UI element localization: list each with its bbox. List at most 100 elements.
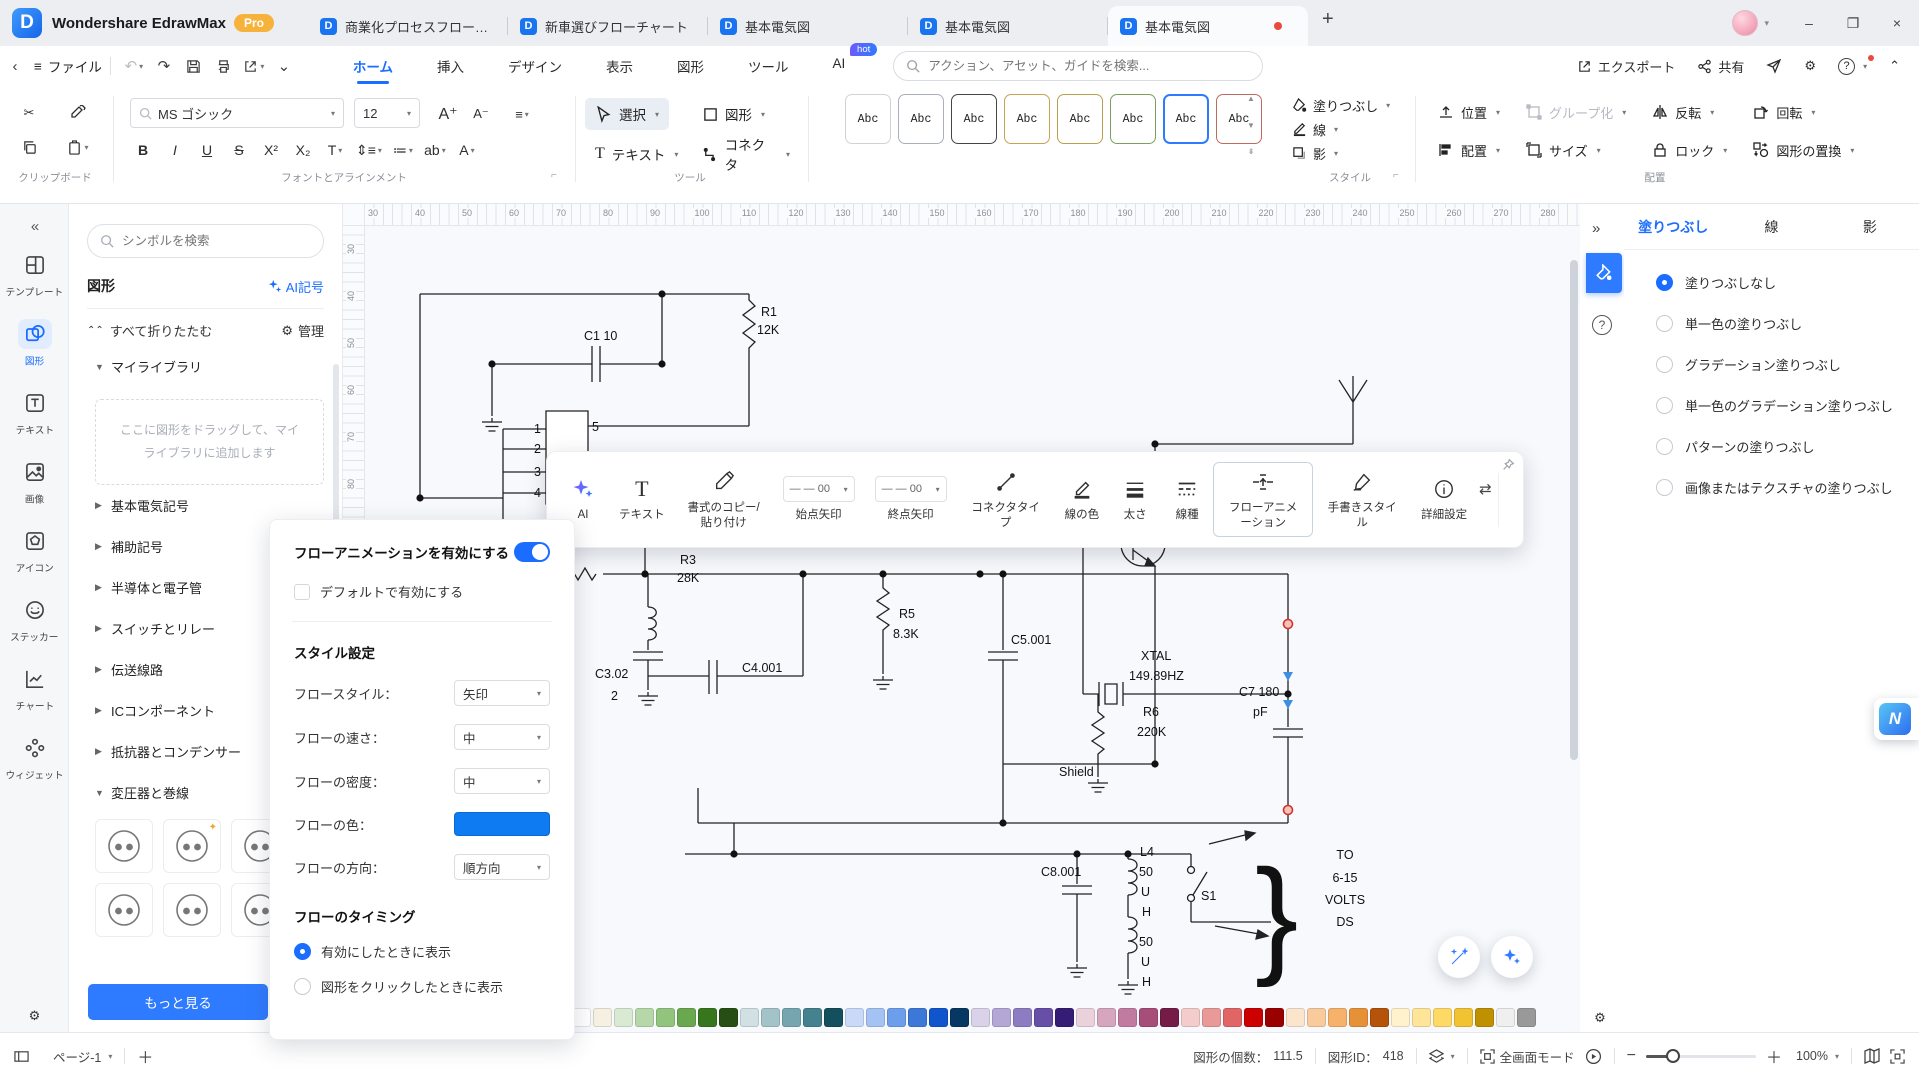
vertical-scrollbar[interactable] <box>1570 230 1578 1000</box>
format-button-10[interactable]: A▾ <box>459 142 475 158</box>
style-sample-6[interactable]: Abc <box>1163 94 1209 144</box>
circuit-label[interactable]: 12K <box>757 323 780 337</box>
color-swatch[interactable] <box>1370 1008 1389 1027</box>
color-swatch[interactable] <box>1223 1008 1242 1027</box>
circuit-label[interactable]: } <box>1255 842 1298 988</box>
connector-tool-button[interactable]: コネクタ▾ <box>693 138 800 173</box>
circuit-label[interactable]: C7 180 <box>1239 685 1279 699</box>
style-sample-7[interactable]: Abc <box>1216 94 1262 144</box>
help-icon[interactable]: ? <box>1592 315 1612 335</box>
manage-button[interactable]: ⚙ 管理 <box>281 321 324 340</box>
collapse-right-panel-icon[interactable]: » <box>1592 220 1600 237</box>
color-swatch[interactable] <box>908 1008 927 1027</box>
style-gallery-scroll[interactable]: ▲▼⇟ <box>1247 94 1255 156</box>
style-sample-1[interactable]: Abc <box>898 94 944 144</box>
style-sample-5[interactable]: Abc <box>1110 94 1156 144</box>
font-group-expand-icon[interactable]: ⌐ <box>551 170 557 181</box>
color-swatch[interactable] <box>992 1008 1011 1027</box>
flow-setting-select[interactable]: 順方向▾ <box>454 854 550 880</box>
menu-item-表示[interactable]: 表示 <box>606 60 633 75</box>
page-tab[interactable]: ページ-1 ▾ <box>53 1047 112 1066</box>
tab-線[interactable]: 線 <box>1764 218 1779 235</box>
color-swatch[interactable] <box>761 1008 780 1027</box>
print-button[interactable] <box>209 52 239 80</box>
fit-screen-button[interactable] <box>1890 1048 1905 1064</box>
color-swatch[interactable] <box>1433 1008 1452 1027</box>
color-swatch[interactable] <box>1244 1008 1263 1027</box>
back-button[interactable]: ‹ <box>12 57 18 75</box>
layers-button[interactable]: ▾ <box>1428 1048 1455 1064</box>
fullscreen-button[interactable]: 全画面モード <box>1479 1047 1575 1066</box>
collapse-ribbon-button[interactable]: ⌃ <box>1889 58 1900 73</box>
menu-item-図形[interactable]: 図形 <box>677 60 704 75</box>
color-swatch[interactable] <box>593 1008 612 1027</box>
circuit-label[interactable]: U <box>1141 955 1150 969</box>
save-button[interactable] <box>179 52 209 80</box>
format-button-6[interactable]: T▾ <box>327 142 343 158</box>
assistant-widget[interactable]: N <box>1874 698 1919 740</box>
color-swatch[interactable] <box>1265 1008 1284 1027</box>
sidebar-item-チャート[interactable]: チャート <box>0 655 69 724</box>
ai-draw-button[interactable] <box>1438 936 1480 978</box>
circuit-label[interactable]: H <box>1142 975 1151 989</box>
swap-arrows-icon[interactable]: ⇄ <box>1479 480 1492 498</box>
circuit-label[interactable]: 220K <box>1137 725 1167 739</box>
zoom-in-button[interactable]: ＋ <box>1765 1050 1782 1067</box>
symbol-thumbnail[interactable] <box>95 819 153 873</box>
circuit-label[interactable]: 149.89HZ <box>1129 669 1184 683</box>
ai-symbol-link[interactable]: AI記号 <box>268 277 324 296</box>
category-ICコンポーネント[interactable]: ▶ICコンポーネント <box>69 690 342 731</box>
add-page-button[interactable]: ＋ <box>137 1050 154 1067</box>
color-swatch[interactable] <box>1097 1008 1116 1027</box>
color-swatch[interactable] <box>929 1008 948 1027</box>
color-swatch[interactable] <box>1034 1008 1053 1027</box>
copy-button[interactable] <box>9 132 49 162</box>
circuit-label[interactable]: 5 <box>592 420 599 434</box>
float-tool-フローアニメーション[interactable]: フローアニメーション <box>1213 462 1314 537</box>
menu-item-ツール[interactable]: ツール <box>748 60 789 75</box>
color-swatch[interactable] <box>1391 1008 1410 1027</box>
style-sample-4[interactable]: Abc <box>1057 94 1103 144</box>
float-tool-終点矢印[interactable]: —— 00▾終点矢印 <box>865 470 957 528</box>
fill-option[interactable]: パターンの塗りつぶし <box>1624 426 1919 467</box>
color-swatch[interactable] <box>635 1008 654 1027</box>
float-tool-線種[interactable]: 線種 <box>1161 470 1213 528</box>
circuit-label[interactable]: 50 <box>1139 935 1153 949</box>
color-swatch[interactable] <box>1454 1008 1473 1027</box>
float-tool-始点矢印[interactable]: —— 00▾始点矢印 <box>773 470 865 528</box>
format-button-0[interactable]: B <box>137 142 149 158</box>
sidebar-item-ステッカー[interactable]: ステッカー <box>0 586 69 655</box>
circuit-label[interactable]: VOLTS <box>1325 893 1365 907</box>
file-menu-button[interactable]: ≡ ファイル <box>34 56 102 76</box>
quick-export-button[interactable]: ▾ <box>239 52 269 80</box>
sidebar-item-テンプレート[interactable]: テンプレート <box>0 241 69 310</box>
circuit-label[interactable]: C8.001 <box>1041 865 1081 879</box>
more-button[interactable]: もっと見る <box>88 984 268 1020</box>
toolbar-more-icon[interactable]: ⌄ <box>277 58 291 75</box>
float-tool-AI[interactable]: AI <box>557 470 609 528</box>
color-swatch[interactable] <box>1496 1008 1515 1027</box>
color-swatch[interactable] <box>1118 1008 1137 1027</box>
menu-item-挿入[interactable]: 挿入 <box>437 60 464 75</box>
close-button[interactable]: × <box>1892 15 1902 31</box>
format-painter-button[interactable] <box>58 98 98 128</box>
fill-option[interactable]: 塗りつぶしなし <box>1624 262 1919 303</box>
symbol-thumbnail[interactable] <box>95 883 153 937</box>
font-size-select[interactable]: 12 ▾ <box>354 98 420 128</box>
maximize-button[interactable]: ❐ <box>1846 14 1860 31</box>
align-text-button[interactable]: ≡▾ <box>515 106 529 122</box>
color-swatch[interactable] <box>845 1008 864 1027</box>
send-button[interactable] <box>1757 53 1791 79</box>
sidebar-item-テキスト[interactable]: テキスト <box>0 379 69 448</box>
format-button-7[interactable]: ⇕≡▾ <box>356 141 382 158</box>
circuit-label[interactable]: C1 10 <box>584 329 617 343</box>
tab-影[interactable]: 影 <box>1862 218 1877 235</box>
category-基本電気記号[interactable]: ▶基本電気記号 <box>69 485 342 526</box>
color-swatch[interactable] <box>614 1008 633 1027</box>
sidebar-item-画像[interactable]: 画像 <box>0 448 69 517</box>
circuit-label[interactable]: 2 <box>534 442 541 456</box>
